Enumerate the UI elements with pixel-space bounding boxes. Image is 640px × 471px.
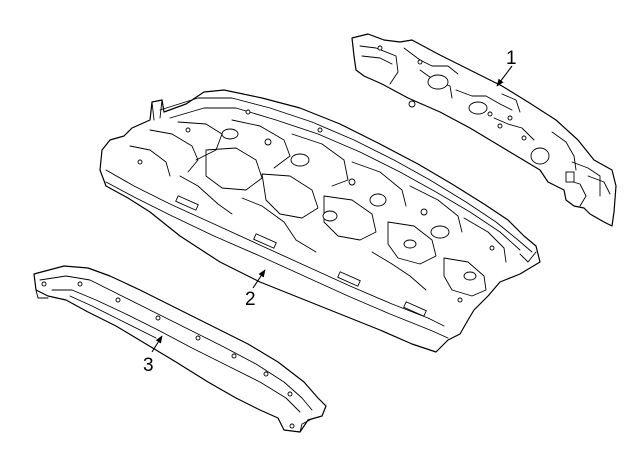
callout-3: 3 xyxy=(143,335,163,376)
leader-line-3 xyxy=(151,335,163,353)
leader-line-1 xyxy=(496,65,513,87)
part-1-reinforcement xyxy=(351,33,617,227)
part-2-package-tray xyxy=(99,89,541,353)
callout-2: 2 xyxy=(245,269,266,310)
callout-1: 1 xyxy=(496,48,517,87)
callout-label-2: 2 xyxy=(245,289,256,310)
part-3-crossmember xyxy=(33,265,327,433)
leader-line-2 xyxy=(252,269,266,289)
callout-label-3: 3 xyxy=(143,355,154,376)
callout-label-1: 1 xyxy=(506,48,517,69)
